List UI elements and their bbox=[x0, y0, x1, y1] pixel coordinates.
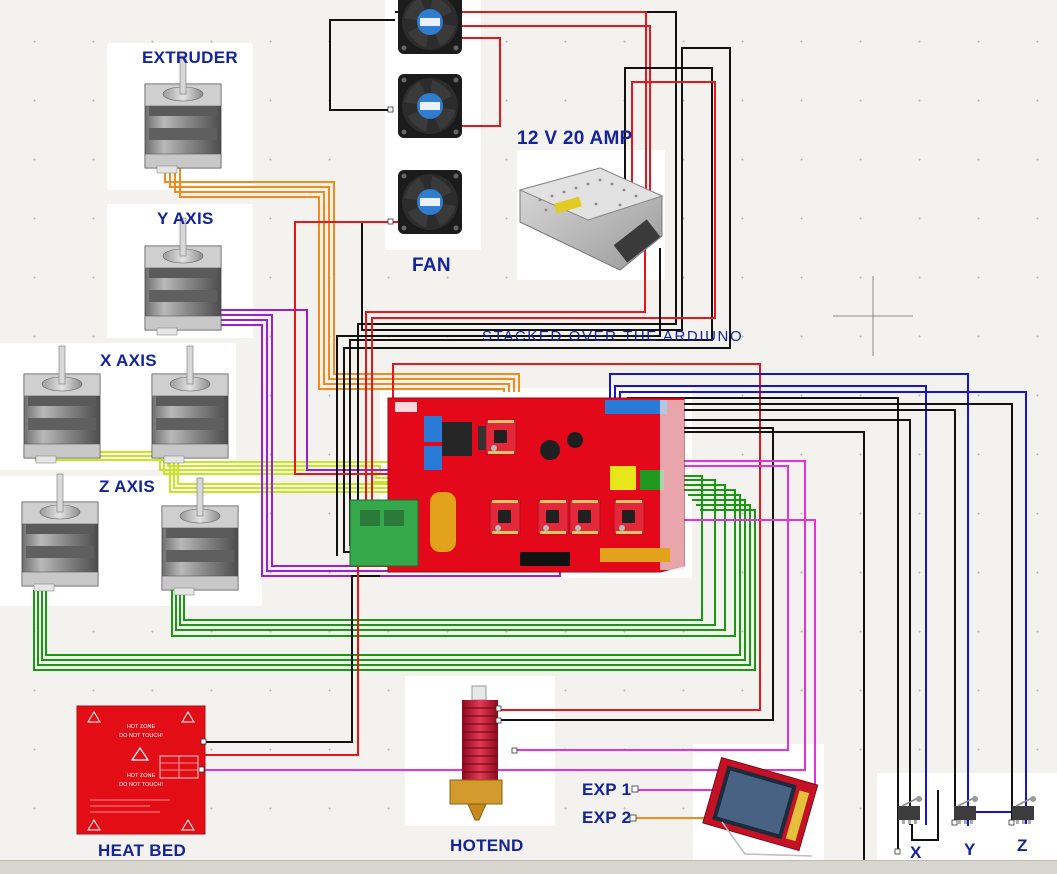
fan-2-icon bbox=[398, 74, 462, 138]
heat-bed-icon bbox=[76, 705, 206, 835]
driver-4-icon bbox=[569, 499, 601, 535]
extruder-wires bbox=[164, 168, 520, 392]
heatbed-hot-zone-top: HOT ZONE bbox=[127, 724, 156, 730]
y-axis-label: Y AXIS bbox=[157, 209, 214, 228]
heatbed-hot-zone-mid: HOT ZONE bbox=[127, 773, 156, 779]
endstop-z-icon bbox=[1011, 795, 1037, 825]
y-motor-icon bbox=[144, 217, 222, 336]
x-motor-left-icon bbox=[23, 345, 101, 464]
driver-1-icon bbox=[485, 419, 517, 455]
exp2-label: EXP 2 bbox=[582, 808, 632, 827]
z-motor-right-icon bbox=[161, 477, 239, 596]
driver-5-icon bbox=[613, 499, 645, 535]
z-motor-left-icon bbox=[21, 473, 99, 592]
extruder-label: EXTRUDER bbox=[142, 48, 238, 67]
fan-3-icon bbox=[398, 170, 462, 234]
driver-3-icon bbox=[537, 499, 569, 535]
stacked-note: STACKED OVER THE ARDIUNO bbox=[482, 328, 744, 345]
power-supply-icon bbox=[518, 167, 664, 271]
heater-wires bbox=[205, 363, 774, 756]
hotend-label: HOTEND bbox=[450, 836, 524, 855]
exp1-label: EXP 1 bbox=[582, 780, 632, 799]
heatbed-do-not-touch-top: DO NOT TOUCH! bbox=[119, 733, 163, 739]
ramps-board-icon bbox=[349, 397, 685, 573]
heat-bed-label: HEAT BED bbox=[98, 841, 187, 860]
x-axis-label: X AXIS bbox=[100, 351, 157, 370]
hotend-icon bbox=[449, 685, 503, 821]
extruder-motor-icon bbox=[144, 55, 222, 174]
endstop-y-icon bbox=[953, 795, 979, 825]
driver-2-icon bbox=[489, 499, 521, 535]
z-axis-label: Z AXIS bbox=[99, 477, 155, 496]
lcd-display-icon bbox=[702, 756, 819, 852]
status-strip bbox=[0, 860, 1057, 874]
psu-label: 12 V 20 AMP bbox=[517, 128, 633, 149]
crosshair-cursor-icon bbox=[833, 276, 913, 356]
endstop-x-label: X bbox=[910, 843, 922, 862]
heatbed-do-not-touch-mid: DO NOT TOUCH! bbox=[119, 782, 163, 788]
fan-label: FAN bbox=[412, 255, 451, 276]
x-motor-right-icon bbox=[151, 345, 229, 464]
fan-wires bbox=[294, 11, 731, 553]
endstop-z-label: Z bbox=[1017, 836, 1028, 855]
z-axis-wires bbox=[33, 475, 756, 671]
fan-1-icon bbox=[398, 0, 462, 54]
endstop-y-label: Y bbox=[964, 840, 976, 859]
